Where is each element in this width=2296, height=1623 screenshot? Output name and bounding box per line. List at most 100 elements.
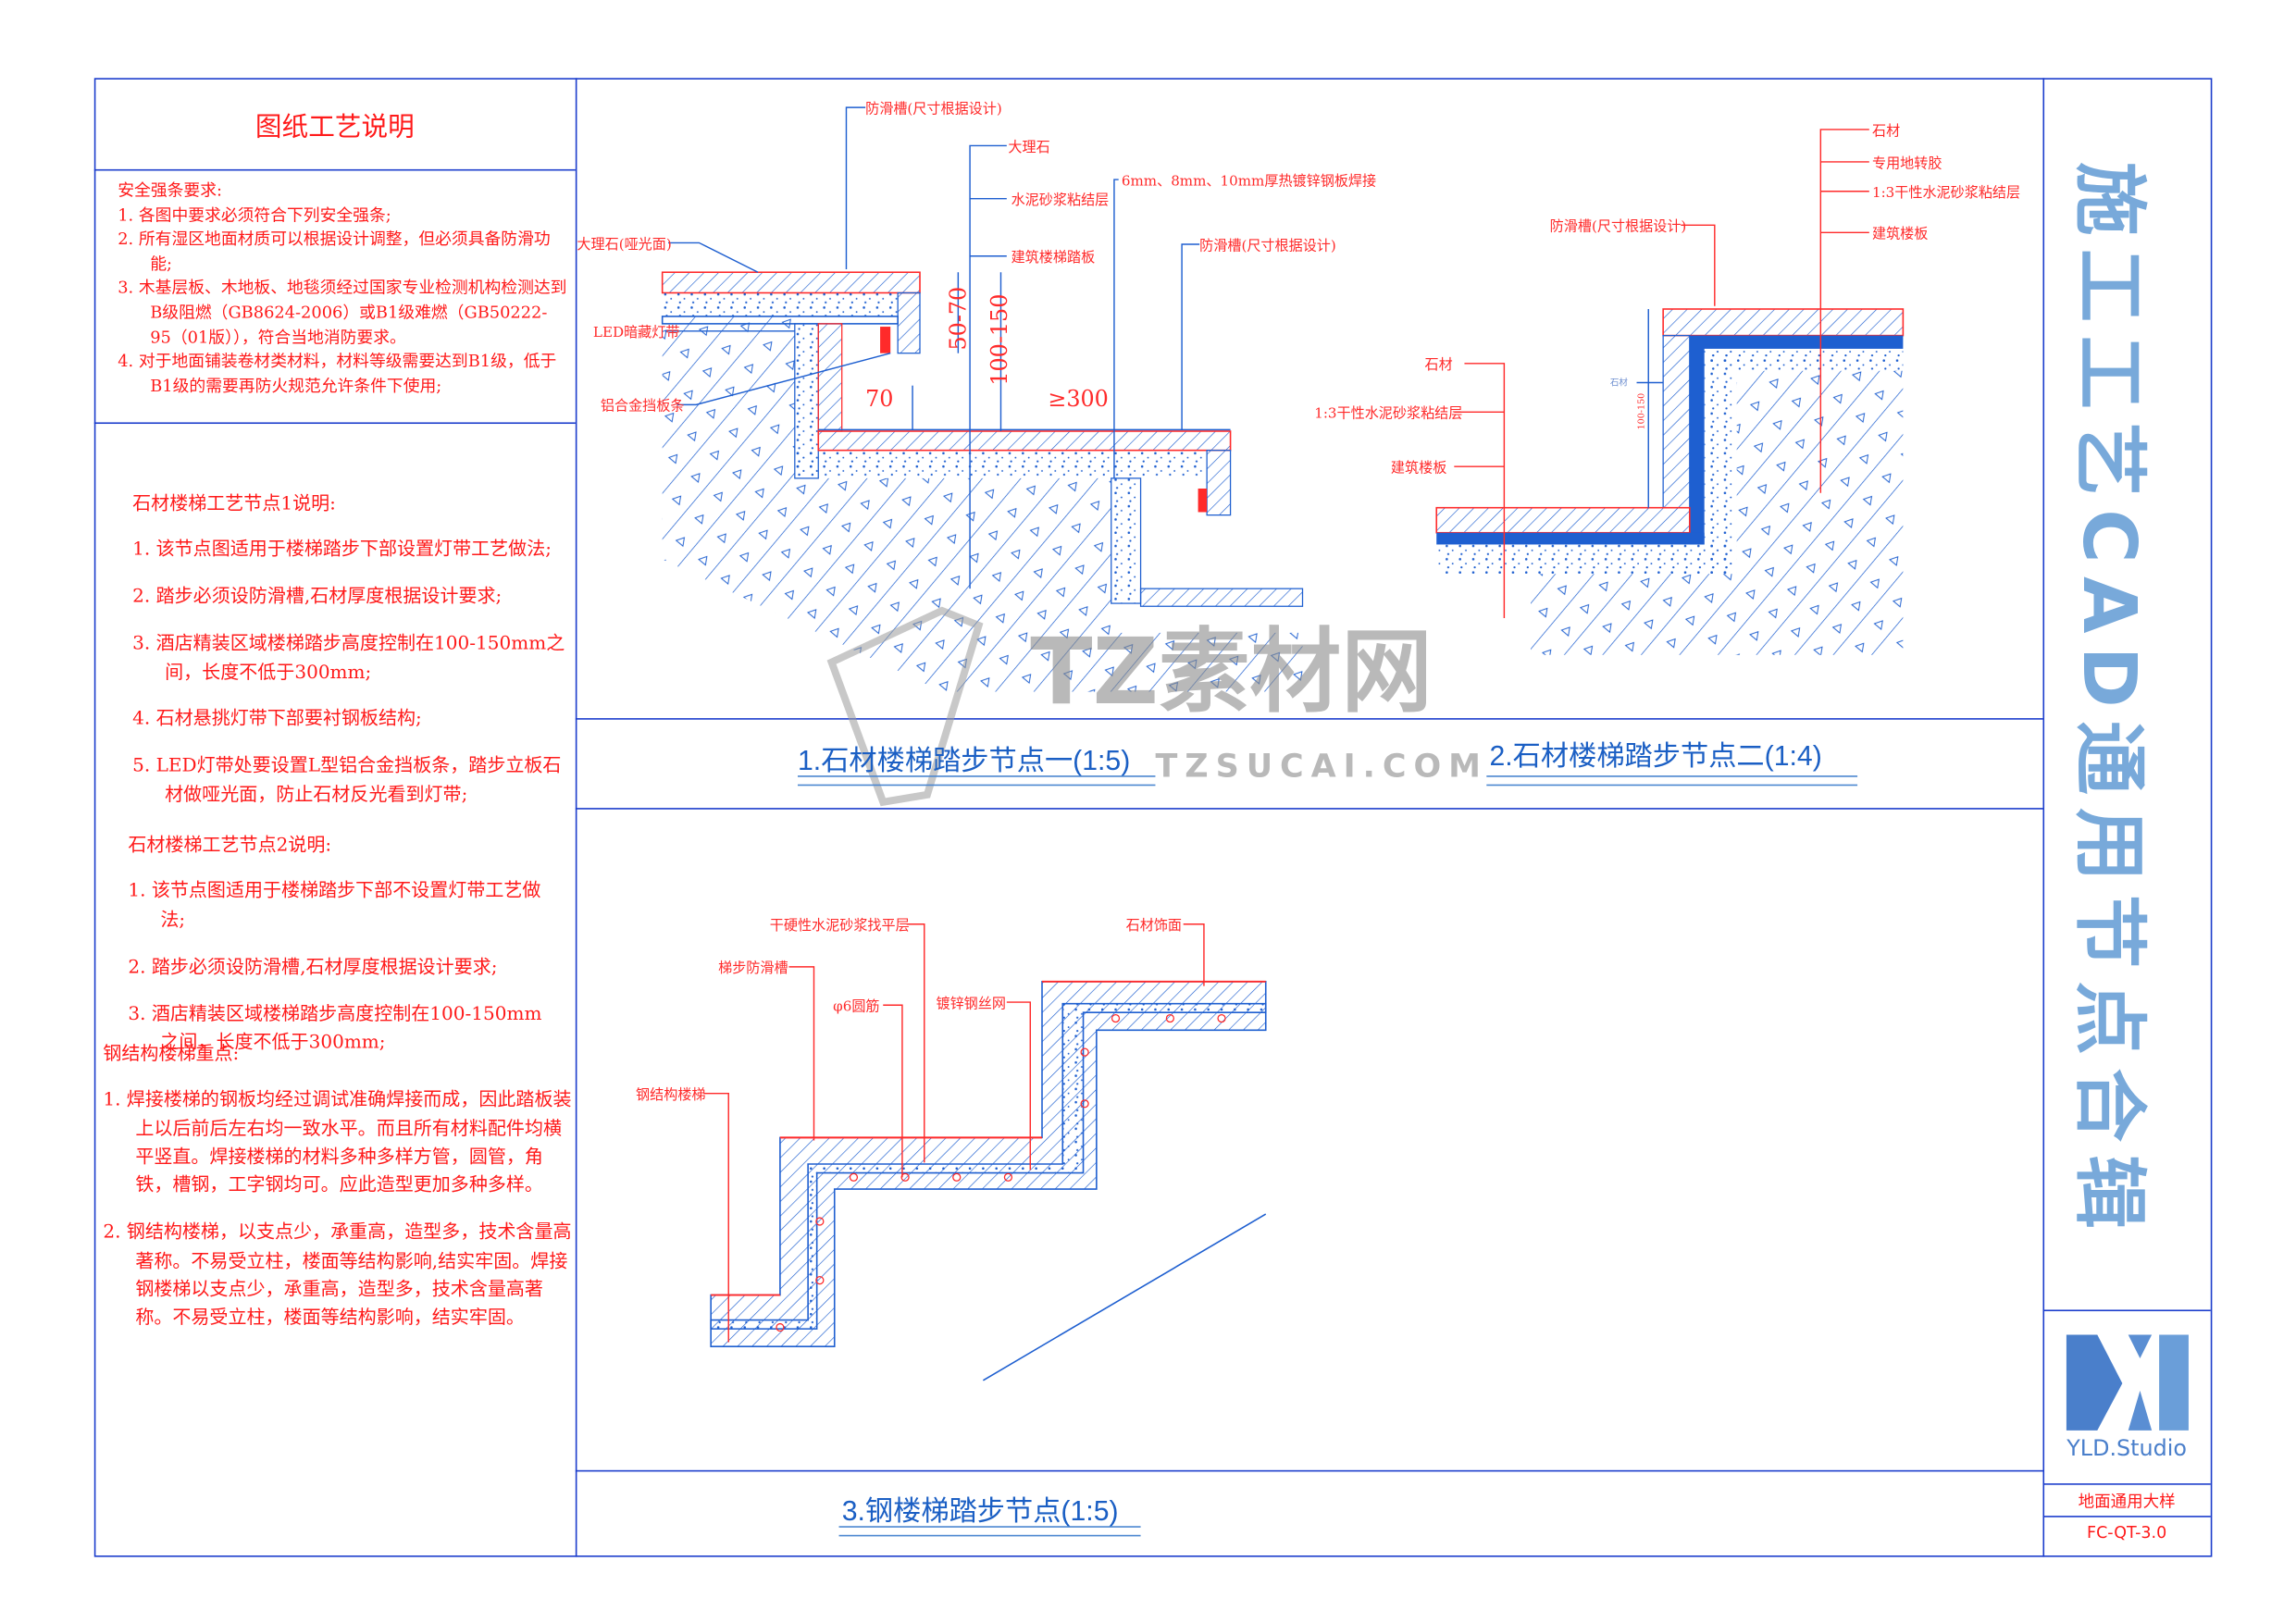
- stringer-line: [982, 1213, 1267, 1381]
- node1-notes: 石材楼梯工艺节点1说明: 1. 该节点图适用于楼梯踏步下部设置灯带工艺做法; 2…: [132, 469, 568, 826]
- node2-item: 3. 酒店精装区域楼梯踏步高度控制在100-150mm之间，长度不低于300mm…: [128, 1001, 542, 1052]
- detail2-drawing: 石材 专用地转胶 1:3干性水泥砂浆粘结层 建筑楼板 防滑槽(尺寸根据设计) 石…: [1314, 122, 2020, 655]
- upper-tread-stone: [1662, 308, 1905, 337]
- node1-item: 4. 石材悬挑灯带下部要衬钢板结构;: [132, 707, 422, 729]
- mortar-top: [1704, 348, 1904, 371]
- dim-50-70: 50-70: [945, 287, 971, 351]
- label-stair-tread: 建筑楼梯踏板: [1011, 249, 1096, 266]
- yld-logo: [2066, 1334, 2189, 1431]
- label-led: LED暗藏灯带: [593, 324, 680, 341]
- dimension-lines: [818, 272, 1231, 431]
- dim-100-150: 100-150: [1636, 393, 1646, 430]
- adhesive-band: [1692, 335, 1904, 349]
- mortar-lower: [1436, 544, 1737, 575]
- leader-lines: [703, 923, 1205, 1343]
- safety-item: 2. 所有湿区地面材质可以根据设计调整，但必须具备防滑功能;: [118, 229, 551, 274]
- label-antislip: 梯步防滑槽: [718, 960, 788, 976]
- detail2-caption: 2.石材楼梯踏步节点二(1:4): [1489, 741, 1822, 773]
- lower-tread-stone: [817, 430, 1232, 452]
- caption-underline: [838, 1534, 1141, 1537]
- node2-item: 2. 踏步必须设防滑槽,石材厚度根据设计要求;: [128, 954, 498, 977]
- landing-tread: [1139, 588, 1304, 607]
- structure-hatch: [662, 316, 1303, 692]
- caption-underline: [838, 1526, 1141, 1528]
- safety-item: 3. 木基层板、木地板、地毯须经过国家专业检测机构检测达到B级阻燃（GB8624…: [118, 279, 567, 347]
- label-slab-left: 建筑楼板: [1391, 460, 1446, 477]
- safety-item: 4. 对于地面铺装卷材类材料，材料等级需要达到B1级，低于B1级的需要再防火规范…: [118, 352, 557, 396]
- caption-strip-line-bottom: [575, 1469, 2043, 1472]
- mortar-layer: [662, 292, 899, 316]
- watermark-url: TZSUCAI.COM: [1155, 749, 1487, 786]
- steel-item: 1. 焊接楼梯的钢板均经过调试准确焊接而成，因此踏板装上以后前后左右均一致水平。…: [103, 1088, 572, 1196]
- leader-lines: [664, 106, 1200, 589]
- dim-300: ≥300: [1048, 386, 1109, 412]
- steel-heading: 钢结构楼梯重点:: [103, 1041, 240, 1064]
- caption-underline: [797, 775, 1156, 777]
- structure-hatch: [1531, 370, 1904, 655]
- lower-nosing: [1206, 450, 1232, 516]
- node1-item: 2. 踏步必须设防滑槽,石材厚度根据设计要求;: [132, 584, 503, 607]
- vertical-title: 施工工艺CAD通用节点合辑: [2066, 161, 2153, 1243]
- label-mortar: 水泥砂浆粘结层: [1011, 192, 1110, 208]
- right-column-divider: [2042, 78, 2045, 1557]
- adhesive-band: [1689, 335, 1705, 545]
- caption-underline: [1486, 784, 1858, 787]
- riser-mortar: [1111, 477, 1142, 604]
- title-block-line: [2042, 1516, 2211, 1518]
- rebar-circles: [776, 1013, 1226, 1332]
- label-marble: 大理石: [1008, 139, 1049, 155]
- upper-nosing: [897, 291, 921, 354]
- detail3-caption: 3.钢楼梯踏步节点(1:5): [841, 1496, 1119, 1528]
- riser-stone: [1662, 334, 1691, 509]
- node1-item: 3. 酒店精装区域楼梯踏步高度控制在100-150mm之间，长度不低于300mm…: [132, 631, 565, 683]
- node2-notes: 石材楼梯工艺节点2说明: 1. 该节点图适用于楼梯踏步下部不设置灯带工艺做法; …: [128, 811, 554, 1073]
- label-stone-face: 石材饰面: [1126, 917, 1182, 934]
- led-strip: [880, 327, 891, 353]
- notes-title: 图纸工艺说明: [254, 111, 415, 143]
- title-block-line: [2042, 1483, 2211, 1485]
- mortar-riser: [1704, 348, 1737, 575]
- watermark-main: TZ素材网: [1030, 619, 1433, 725]
- lower-mortar: [794, 450, 1208, 478]
- label-stone-top: 石材: [1872, 122, 1900, 139]
- drawing-name: 地面通用大样: [2078, 1492, 2176, 1512]
- safety-item: 1. 各图中要求必须符合下列安全强条;: [118, 205, 391, 225]
- mortar-mesh-layer: [710, 1002, 1267, 1330]
- dim-70: 70: [865, 386, 893, 412]
- drawing-code: FC-QT-3.0: [2087, 1523, 2167, 1542]
- watermark: TZ素材网 TZSUCAI.COM: [826, 606, 1487, 807]
- safety-notes: 安全强条要求: 1. 各图中要求必须符合下列安全强条; 2. 所有湿区地面材质可…: [118, 180, 568, 400]
- steel-item: 2. 钢结构楼梯，以支点少，承重高，造型多，技术含量高著称。不易受立柱，楼面等结…: [103, 1220, 572, 1328]
- label-antislip-top: 防滑槽(尺寸根据设计): [865, 100, 1002, 117]
- label-antislip-right: 防滑槽(尺寸根据设计): [1199, 237, 1336, 254]
- label-leveling: 干硬性水泥砂浆找平层: [770, 917, 910, 934]
- node1-heading: 石材楼梯工艺节点1说明:: [132, 490, 336, 514]
- section-divider: [575, 808, 2043, 810]
- label-rebar: φ6圆筋: [833, 998, 879, 1015]
- label-mortar-top: 1:3干性水泥砂浆粘结层: [1872, 184, 2020, 201]
- led-strip: [1198, 489, 1208, 513]
- label-steel-stair: 钢结构楼梯: [636, 1086, 705, 1103]
- node2-heading: 石材楼梯工艺节点2说明:: [128, 832, 332, 855]
- adhesive-band: [1436, 532, 1705, 545]
- dim-100-150: 100-150: [987, 294, 1012, 386]
- detail1-caption: 1.石材楼梯踏步节点一(1:5): [797, 746, 1131, 777]
- label-stone-left: 石材: [1425, 356, 1453, 373]
- node2-item: 1. 该节点图适用于楼梯踏步下部不设置灯带工艺做法;: [128, 879, 541, 930]
- label-steel-plate: 6mm、8mm、10mm厚热镀锌钢板焊接: [1122, 172, 1376, 189]
- notes-divider: [93, 422, 576, 425]
- node1-item: 1. 该节点图适用于楼梯踏步下部设置灯带工艺做法;: [132, 538, 552, 561]
- label-mesh: 镀锌钢丝网: [936, 995, 1005, 1011]
- caption-underline: [1486, 775, 1858, 777]
- label-stone-small: 石材: [1610, 378, 1629, 389]
- left-panel-divider: [575, 78, 577, 1557]
- label-aluminum: 铝合金挡板条: [601, 398, 685, 415]
- label-antislip: 防滑槽(尺寸根据设计): [1550, 218, 1687, 235]
- detail3-drawing: 干硬性水泥砂浆找平层 石材饰面 梯步防滑槽 φ6圆筋 镀锌钢丝网 钢结构楼梯: [636, 917, 1267, 1381]
- sheet-border: [93, 78, 2213, 1557]
- logo-box-top: [2042, 1309, 2211, 1312]
- logo-text: YLD.Studio: [2066, 1434, 2188, 1462]
- caption-underline: [797, 784, 1156, 787]
